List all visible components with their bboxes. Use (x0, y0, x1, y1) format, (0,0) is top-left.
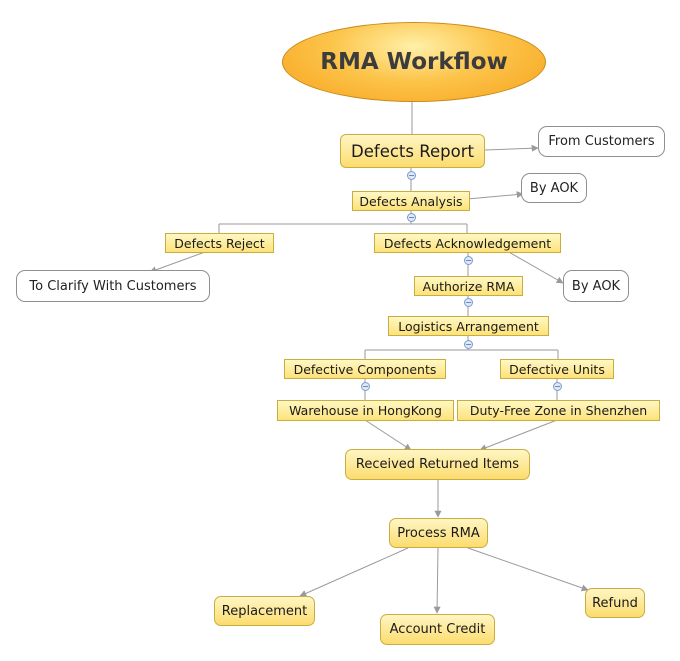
collapse-toggle-icon[interactable]: − (464, 297, 473, 307)
node-defects-report[interactable]: Defects Report (340, 134, 485, 168)
callout-by-aok: By AOK (563, 270, 629, 302)
collapse-toggle-icon[interactable]: − (407, 170, 416, 180)
collapse-toggle-icon[interactable]: − (553, 381, 562, 391)
node-process-rma[interactable]: Process RMA (389, 518, 488, 548)
node-defects-reject[interactable]: Defects Reject (165, 233, 274, 253)
node-defective-units[interactable]: Defective Units (500, 359, 614, 379)
node-received-returned-items[interactable]: Received Returned Items (345, 449, 530, 480)
node-defects-analysis[interactable]: Defects Analysis (352, 191, 470, 211)
node-refund[interactable]: Refund (585, 588, 645, 618)
callout-from-customers: From Customers (538, 126, 665, 157)
node-duty-free-shenzhen[interactable]: Duty-Free Zone in Shenzhen (457, 400, 660, 421)
collapse-toggle-icon[interactable]: − (407, 212, 416, 222)
node-replacement[interactable]: Replacement (214, 596, 315, 626)
callout-by-aok: By AOK (521, 173, 587, 203)
collapse-toggle-icon[interactable]: − (464, 339, 473, 349)
node-authorize-rma[interactable]: Authorize RMA (414, 276, 523, 296)
node-warehouse-hongkong[interactable]: Warehouse in HongKong (277, 400, 454, 421)
node-defects-acknowledgement[interactable]: Defects Acknowledgement (374, 233, 561, 253)
node-defective-components[interactable]: Defective Components (284, 359, 446, 379)
collapse-toggle-icon[interactable]: − (464, 255, 473, 265)
node-account-credit[interactable]: Account Credit (380, 614, 495, 645)
node-logistics-arrangement[interactable]: Logistics Arrangement (388, 316, 549, 336)
collapse-toggle-icon[interactable]: − (361, 381, 370, 391)
callout-to-clarify: To Clarify With Customers (16, 270, 210, 302)
diagram-title: RMA Workflow (282, 22, 546, 102)
